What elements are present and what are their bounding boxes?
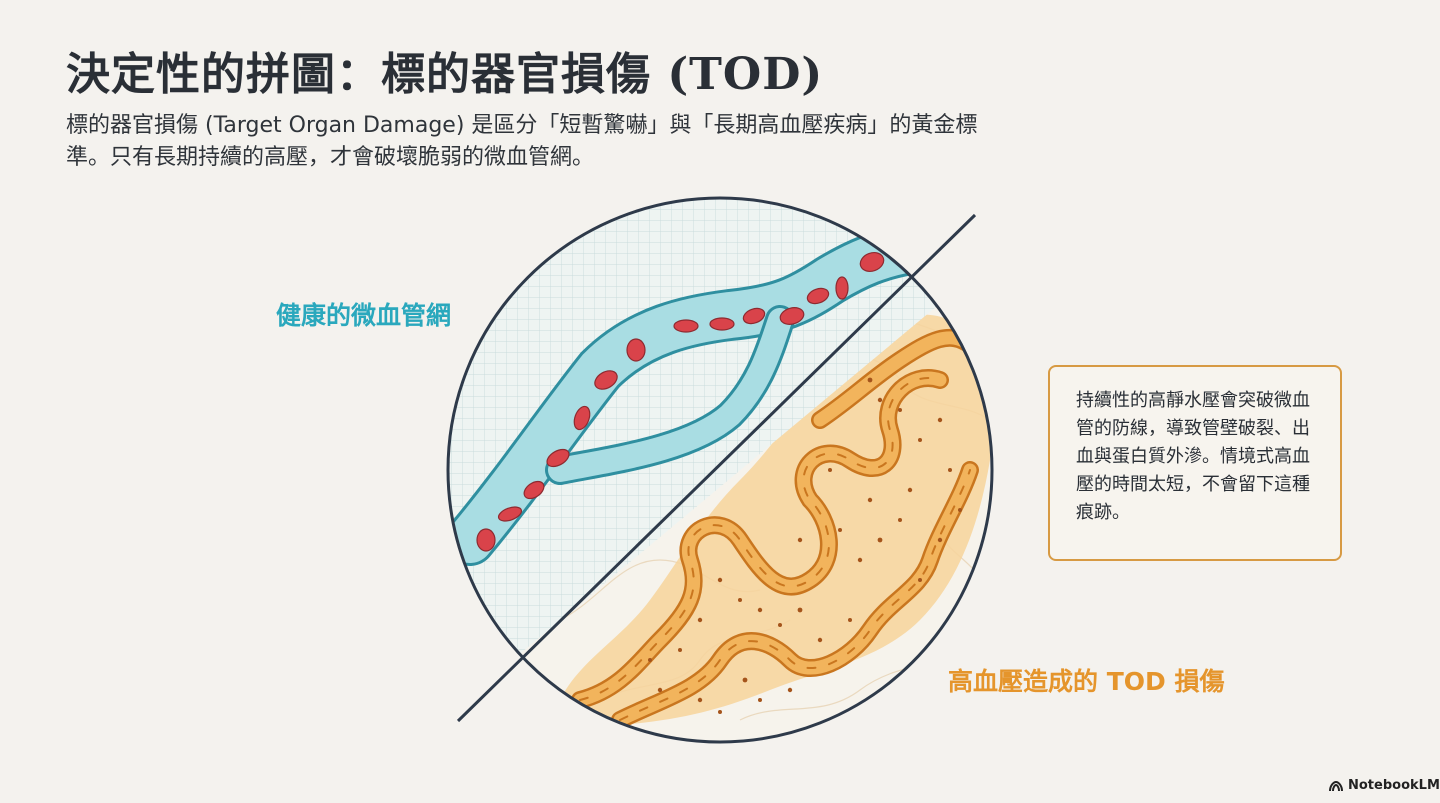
tortuous-vessels (571, 328, 979, 729)
healthy-network-label: 健康的微血管網 (276, 301, 452, 330)
divider-line (456, 213, 977, 723)
notebooklm-logo-icon (1329, 780, 1343, 791)
page-title: 決定性的拼圖：標的器官損傷 (TOD) (66, 49, 824, 100)
healthy-capillary (448, 224, 931, 566)
red-blood-cells (476, 251, 885, 552)
brand-name: NotebookLM (1348, 778, 1440, 793)
callout-text: 持續性的高靜水壓會突破微血管的防線，導致管壁破裂、出血與蛋白質外滲。情境式高血壓… (1076, 390, 1310, 523)
brand-watermark: NotebookLM (1328, 778, 1440, 793)
explanation-callout: 持續性的高靜水壓會突破微血管的防線，導致管壁破裂、出血與蛋白質外滲。情境式高血壓… (1048, 365, 1342, 561)
magnifier-circle-outline (446, 196, 994, 744)
page-subtitle: 標的器官損傷 (Target Organ Damage) 是區分「短暫驚嚇」與「… (66, 113, 978, 170)
damaged-capillary-panel (559, 299, 992, 729)
hemorrhage-dots (648, 377, 962, 714)
tod-damage-label: 高血壓造成的 TOD 損傷 (948, 667, 1225, 696)
